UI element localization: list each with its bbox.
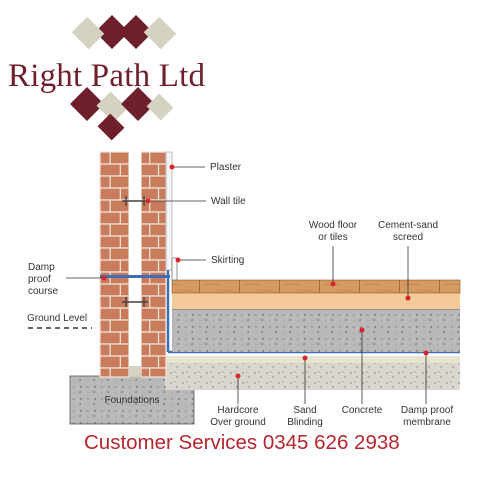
brick-course bbox=[140, 259, 167, 273]
brick-course bbox=[140, 331, 167, 345]
label-cement-line1: Cement-sand bbox=[377, 220, 439, 231]
label-dpc-line2: proof bbox=[28, 274, 51, 285]
brick-course bbox=[99, 343, 130, 357]
customer-services-phone: Customer Services 0345 626 2938 bbox=[84, 431, 400, 454]
label-foundations: Foundations bbox=[104, 395, 160, 406]
skirting-board bbox=[171, 257, 178, 281]
label-dpm-line2: membrane bbox=[403, 417, 451, 428]
brick-course bbox=[99, 307, 130, 321]
label-wood-floor-line2: or tiles bbox=[318, 232, 348, 243]
brick-course bbox=[140, 187, 167, 201]
brick-course bbox=[140, 307, 167, 321]
brick-course bbox=[99, 355, 130, 369]
label-hardcore: Hardcore Over ground bbox=[203, 405, 273, 429]
brick-course bbox=[140, 355, 167, 369]
label-wood-floor: Wood floor or tiles bbox=[300, 220, 366, 244]
label-sand-line2: Blinding bbox=[287, 417, 323, 428]
label-concrete: Concrete bbox=[341, 405, 383, 416]
label-plaster: Plaster bbox=[210, 162, 242, 173]
brick-course bbox=[140, 367, 167, 378]
brick-course bbox=[140, 175, 167, 189]
wall-cavity bbox=[129, 152, 141, 377]
leader-lines bbox=[66, 166, 427, 404]
brick-course bbox=[140, 223, 167, 237]
label-wall-tile: Wall tile bbox=[211, 196, 246, 207]
label-skirting: Skirting bbox=[211, 255, 245, 266]
brick-course bbox=[99, 235, 130, 249]
brick-course bbox=[140, 163, 167, 177]
brick-course bbox=[140, 199, 167, 213]
plaster-layer bbox=[165, 151, 173, 271]
brick-course bbox=[140, 151, 167, 165]
label-damp-proof-membrane: Damp proof membrane bbox=[392, 405, 462, 429]
label-hardcore-line2: Over ground bbox=[210, 417, 266, 428]
brick-course bbox=[140, 211, 167, 225]
label-sand-line1: Sand bbox=[293, 405, 317, 416]
concrete-slab bbox=[172, 309, 460, 352]
label-wood-floor-line1: Wood floor bbox=[308, 220, 358, 231]
label-cement-screed: Cement-sand screed bbox=[370, 220, 446, 244]
brick-course bbox=[140, 247, 167, 261]
brick-course bbox=[99, 331, 130, 345]
brick-course bbox=[99, 223, 130, 237]
inner-brick-wall bbox=[140, 151, 167, 378]
brick-course bbox=[99, 151, 130, 165]
screed-layer bbox=[172, 293, 460, 309]
wall-tie-upper bbox=[122, 196, 148, 206]
label-sand-blinding: Sand Blinding bbox=[280, 405, 330, 429]
brick-course bbox=[99, 259, 130, 273]
brick-course bbox=[99, 367, 130, 378]
brick-course bbox=[99, 211, 130, 225]
brick-course bbox=[99, 247, 130, 261]
brick-course bbox=[140, 283, 167, 297]
brick-course bbox=[99, 283, 130, 297]
brick-course bbox=[99, 175, 130, 189]
damp-proof-course bbox=[100, 275, 170, 278]
marker-dots bbox=[101, 164, 429, 379]
outer-brick-wall bbox=[99, 151, 130, 378]
label-hardcore-line1: Hardcore bbox=[217, 405, 259, 416]
label-ground-level: Ground Level bbox=[27, 313, 88, 324]
hardcore-layer bbox=[165, 362, 460, 390]
label-dpc-line1: Damp bbox=[28, 262, 55, 273]
brick-course bbox=[140, 319, 167, 333]
wood-floor-layer bbox=[171, 279, 461, 294]
brick-course bbox=[140, 343, 167, 357]
wall-tie-lower bbox=[122, 297, 148, 307]
brick-course bbox=[99, 319, 130, 333]
label-dpc-line3: course bbox=[28, 286, 59, 297]
label-cement-line2: screed bbox=[392, 232, 423, 243]
brick-course bbox=[140, 235, 167, 249]
label-damp-proof-course: Damp proof course bbox=[28, 262, 58, 298]
sand-blinding-layer bbox=[165, 356, 460, 363]
brick-course bbox=[99, 199, 130, 213]
brick-course bbox=[99, 163, 130, 177]
brick-course bbox=[99, 187, 130, 201]
company-name: Right Path Ltd bbox=[8, 58, 206, 94]
label-dpm-line1: Damp proof bbox=[400, 405, 454, 416]
